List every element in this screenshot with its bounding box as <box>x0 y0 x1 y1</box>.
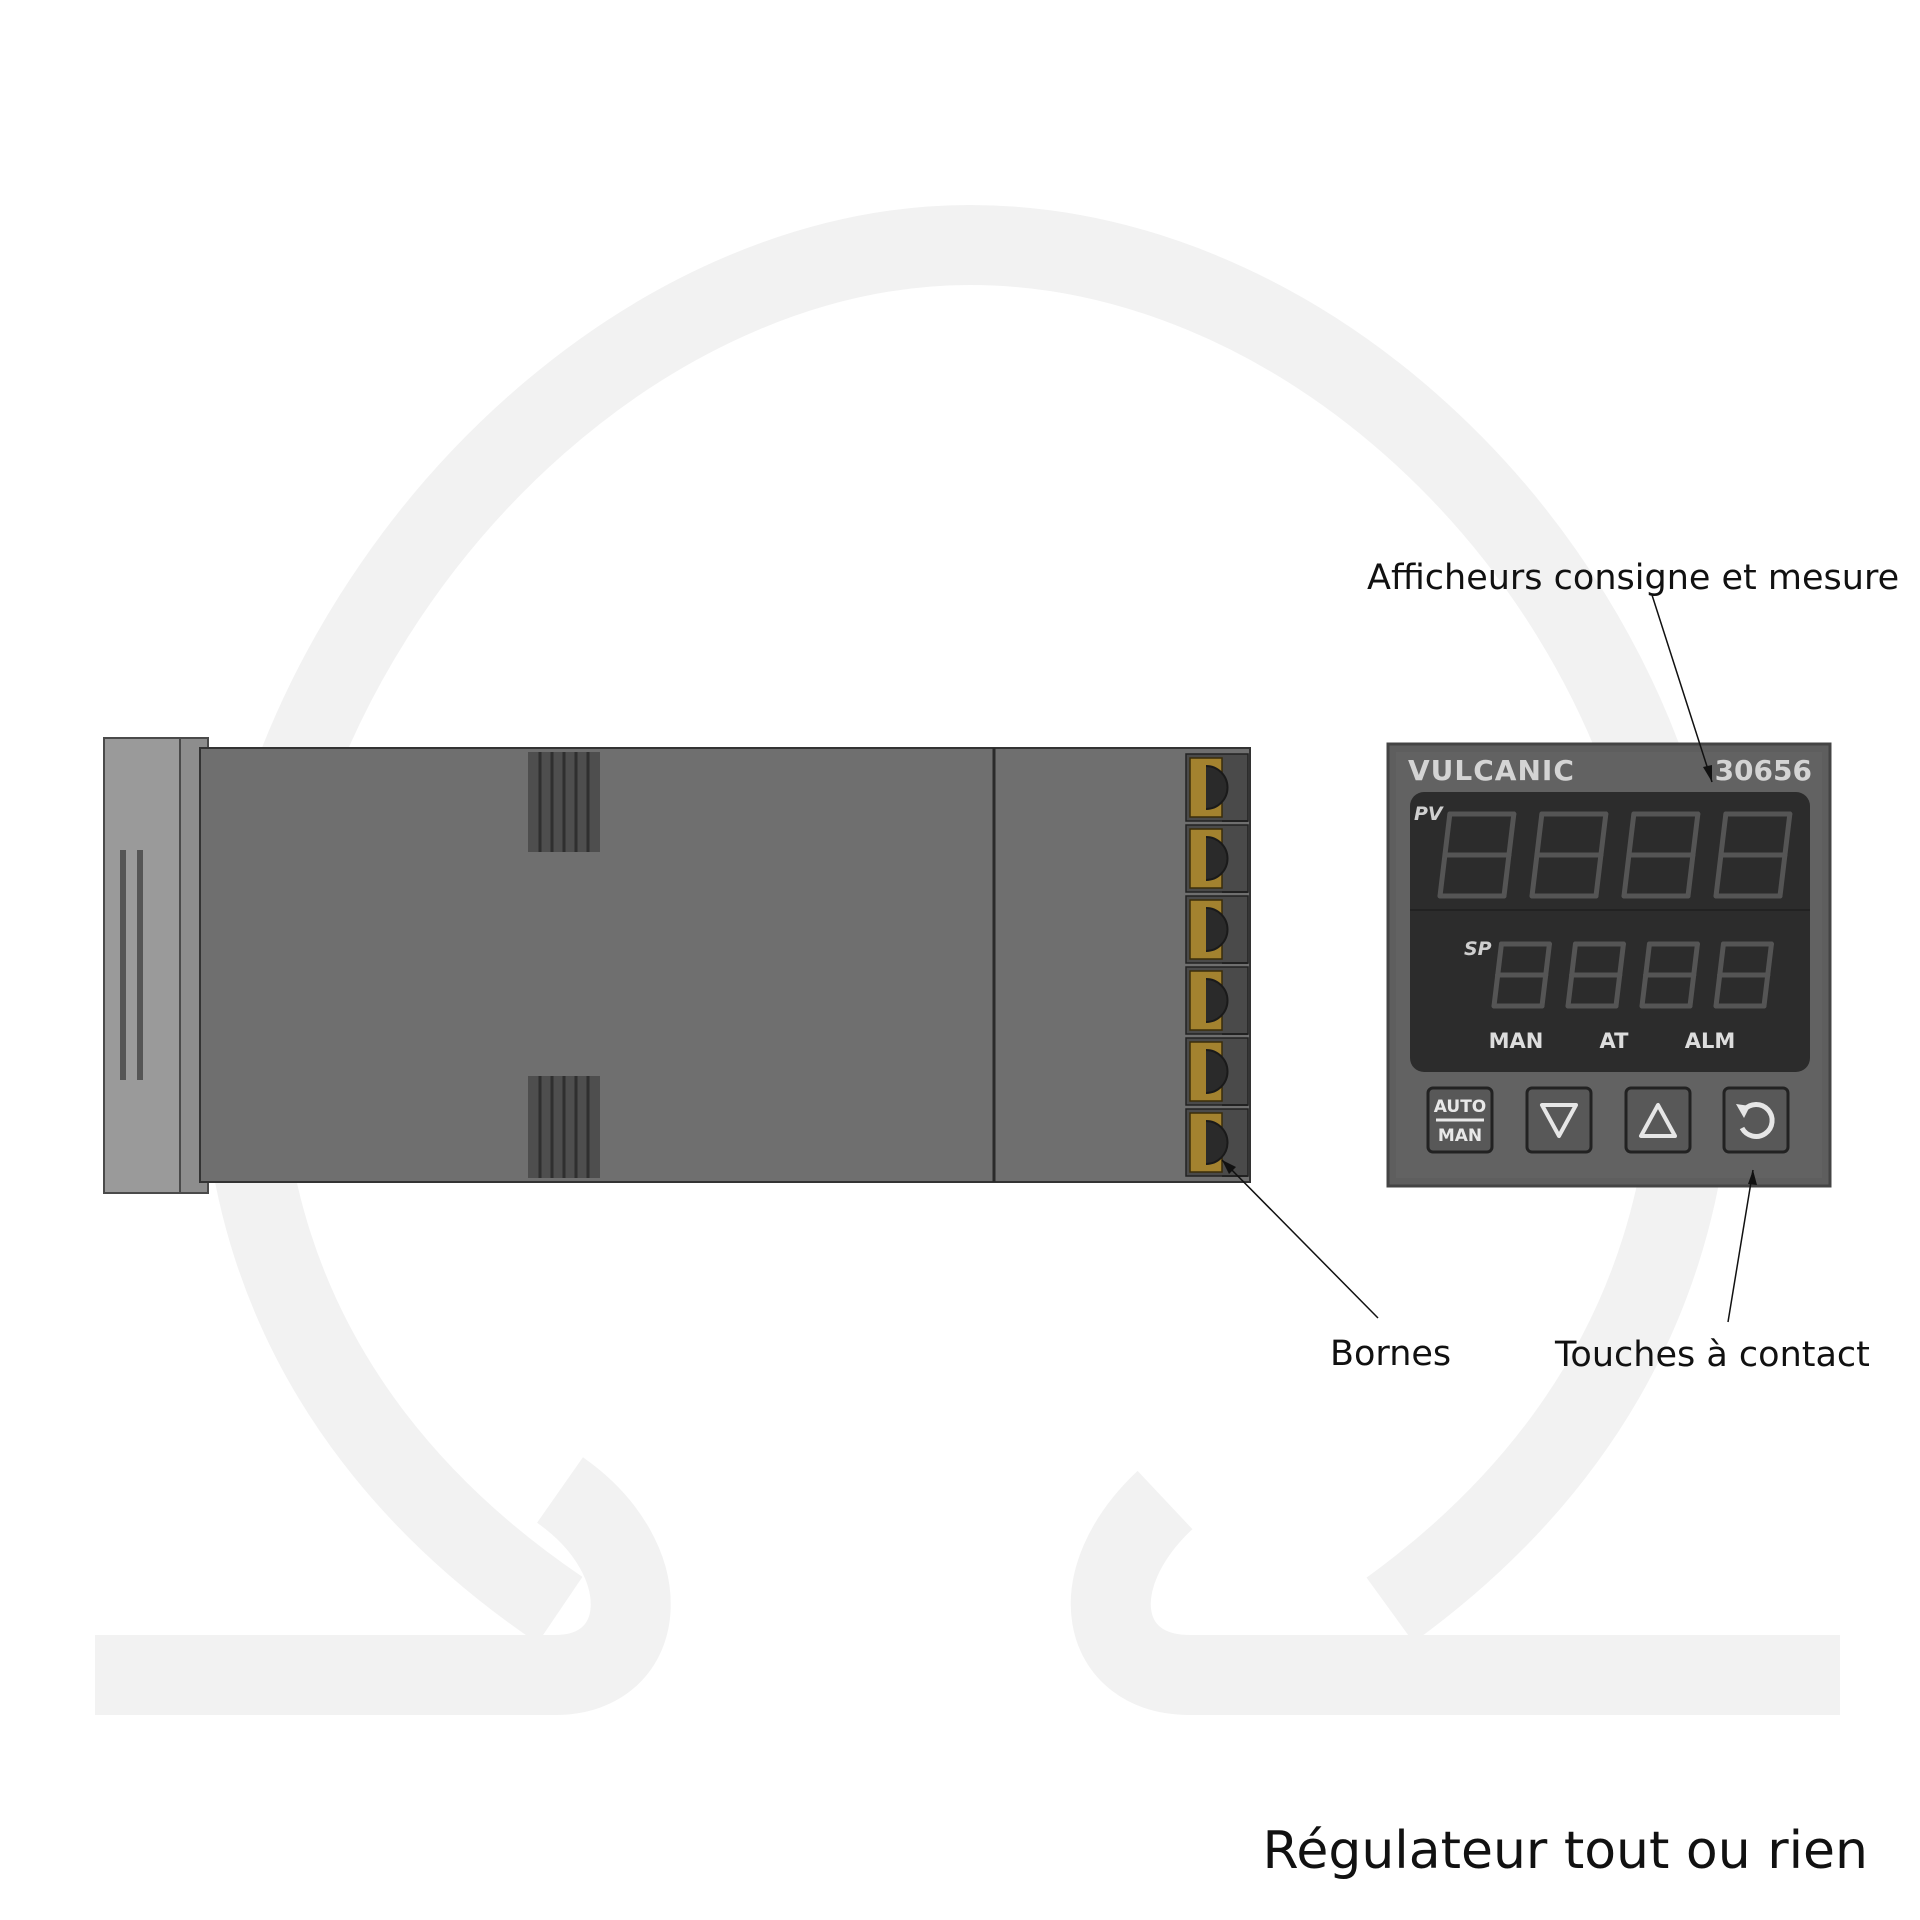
terminal-block <box>1185 753 1249 1177</box>
leader-arrowheads <box>1222 765 1757 1185</box>
callout-displays: Afficheurs consigne et mesure <box>1367 558 1899 598</box>
rotate-arrow-icon <box>1739 1101 1775 1139</box>
pv-digit-3 <box>1621 811 1701 899</box>
reset-key[interactable] <box>1722 1086 1790 1154</box>
terminal-5 <box>1185 1037 1249 1106</box>
down-key[interactable] <box>1525 1086 1593 1154</box>
terminal-4 <box>1185 966 1249 1035</box>
pv-digit-2 <box>1529 811 1609 899</box>
pv-digit-1 <box>1437 811 1517 899</box>
side-view-controller <box>103 737 1251 1194</box>
auto-key-label: AUTO <box>1434 1097 1487 1117</box>
diagram-title: Régulateur tout ou rien <box>1263 1821 1868 1881</box>
bezel-slot <box>137 850 143 1080</box>
pv-display <box>1437 811 1793 899</box>
front-panel: VULCANIC 30656 PV SP MAN AT ALM AUTO MAN <box>1386 742 1832 1188</box>
brand-logo: VULCANIC <box>1408 754 1575 787</box>
man-key-label: MAN <box>1438 1126 1482 1146</box>
indicator-alm: ALM <box>1685 1029 1736 1053</box>
callout-terminals: Bornes <box>1330 1334 1451 1374</box>
callout-keys: Touches à contact <box>1554 1335 1870 1375</box>
indicator-at: AT <box>1600 1029 1630 1053</box>
pv-label: PV <box>1414 803 1444 825</box>
terminal-3 <box>1185 895 1249 964</box>
model-number: 30656 <box>1715 754 1812 787</box>
up-key[interactable] <box>1624 1086 1692 1154</box>
sp-label: SP <box>1464 938 1492 960</box>
leader-lines <box>1221 594 1754 1323</box>
mounting-clip-top <box>528 752 600 852</box>
indicator-man: MAN <box>1489 1029 1544 1053</box>
sp-digit-1 <box>1491 941 1552 1009</box>
sp-display <box>1491 941 1774 1009</box>
pv-digit-4 <box>1713 811 1793 899</box>
terminal-2 <box>1185 824 1249 893</box>
terminal-1 <box>1185 753 1249 822</box>
sp-digit-3 <box>1639 941 1700 1009</box>
terminal-6 <box>1185 1108 1249 1177</box>
auto-man-key[interactable]: AUTO MAN <box>1426 1086 1494 1154</box>
bezel-slot <box>120 850 126 1080</box>
mounting-clip-bottom <box>528 1076 600 1178</box>
up-arrow-icon <box>1639 1103 1677 1138</box>
sp-digit-4 <box>1713 941 1774 1009</box>
down-arrow-icon <box>1540 1103 1578 1138</box>
sp-digit-2 <box>1565 941 1626 1009</box>
